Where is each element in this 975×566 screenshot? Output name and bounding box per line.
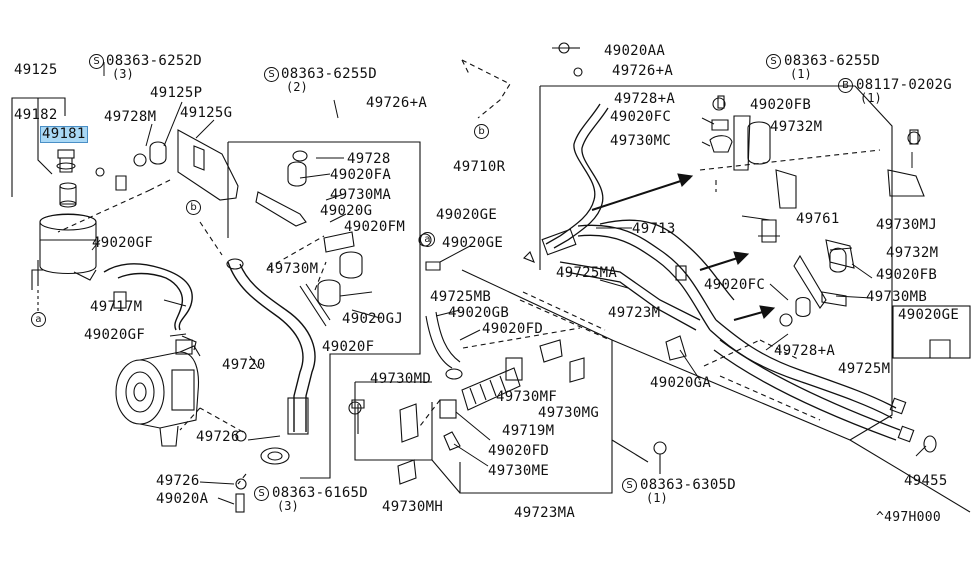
qty-6305D: (1): [646, 491, 668, 505]
part-49020FB-b: 49020FB: [876, 267, 938, 283]
part-49728M: 49728M: [104, 109, 157, 125]
part-49125P: 49125P: [150, 85, 203, 101]
part-49726-b: 49726: [156, 473, 200, 489]
part-49182: 49182: [14, 107, 58, 123]
part-49020GF-b: 49020GF: [84, 327, 146, 343]
part-49728-plus-A-b: 49728+A: [774, 343, 836, 359]
part-49020FD-a: 49020FD: [482, 321, 544, 337]
part-49730MF: 49730MF: [496, 389, 558, 405]
part-49726-plus-A-a: 49726+A: [366, 95, 428, 111]
part-49732M-b: 49732M: [886, 245, 939, 261]
part-49730MJ: 49730MJ: [876, 217, 938, 233]
part-49730ME: 49730ME: [488, 463, 550, 479]
part-49020GE-a: 49020GE: [436, 207, 498, 223]
return-tube-49720: [226, 258, 316, 465]
part-49713: 49713: [632, 221, 676, 237]
ref-marker-b: b: [474, 124, 489, 139]
ref-marker-a: a: [31, 312, 46, 327]
part-08363-6252D: 08363-6252D: [106, 53, 203, 69]
part-49719M: 49719M: [502, 423, 555, 439]
part-49726-plus-A-b: 49726+A: [612, 63, 674, 79]
qty-6255D-a: (2): [286, 80, 308, 94]
screw-symbol-s: S: [89, 54, 104, 69]
screw-symbol-s: S: [264, 67, 279, 82]
part-49020FM: 49020FM: [344, 219, 406, 235]
part-49020GA: 49020GA: [650, 375, 712, 391]
part-49730MH: 49730MH: [382, 499, 444, 515]
part-49125: 49125: [14, 62, 58, 78]
screw-symbol-s: S: [766, 54, 781, 69]
part-08363-6255D-a: 08363-6255D: [281, 66, 378, 82]
part-49020FD-b: 49020FD: [488, 443, 550, 459]
part-49725M: 49725M: [838, 361, 891, 377]
diagram-code: ^497H000: [876, 510, 942, 525]
part-49020FA: 49020FA: [330, 167, 392, 183]
direction-arrows: [591, 173, 776, 321]
part-49020AA: 49020AA: [604, 43, 666, 59]
part-49761: 49761: [796, 211, 840, 227]
part-49732M-a: 49732M: [770, 119, 823, 135]
part-49730MG: 49730MG: [538, 405, 600, 421]
screw-symbol-s: S: [622, 478, 637, 493]
part-49730MC: 49730MC: [610, 133, 672, 149]
part-49020GB: 49020GB: [448, 305, 510, 321]
part-49020F: 49020F: [322, 339, 375, 355]
bolt-symbol-b: B: [838, 78, 853, 93]
qty-6252D: (3): [112, 67, 134, 81]
part-49723MA: 49723MA: [514, 505, 576, 521]
dashed-leaders: [57, 59, 881, 485]
ref-marker-a: a: [420, 232, 435, 247]
part-49020GF-a: 49020GF: [92, 235, 154, 251]
part-49181-highlighted[interactable]: 49181: [40, 126, 88, 143]
part-49723M: 49723M: [608, 305, 661, 321]
bracket-49125G: [95, 129, 239, 201]
pressure-tubes: [541, 103, 937, 453]
part-49728: 49728: [347, 151, 391, 167]
part-49730M: 49730M: [266, 261, 319, 277]
part-49728-plus-A-a: 49728+A: [614, 91, 676, 107]
qty-6165D: (3): [277, 499, 299, 513]
part-49726-a: 49726: [196, 429, 240, 445]
part-49730MD: 49730MD: [370, 371, 432, 387]
part-49717M: 49717M: [90, 299, 143, 315]
suction-hose: [103, 263, 193, 331]
part-49020GE-b: 49020GE: [442, 235, 504, 251]
part-49020FC-b: 49020FC: [704, 277, 766, 293]
qty-0202G: (1): [860, 91, 882, 105]
part-49730MB: 49730MB: [866, 289, 928, 305]
leader-lines: [91, 47, 927, 505]
tube-brackets-49720: [255, 150, 363, 327]
power-steering-pump: [115, 335, 201, 447]
part-08117-0202G: 08117-0202G: [856, 77, 953, 93]
part-49020GE-c: 49020GE: [898, 307, 960, 323]
right-brackets: [113, 42, 951, 513]
part-08363-6255D-b: 08363-6255D: [784, 53, 881, 69]
part-49020FC-a: 49020FC: [610, 109, 672, 125]
part-49125G: 49125G: [180, 105, 233, 121]
part-49020A: 49020A: [156, 491, 209, 507]
part-49730MA: 49730MA: [330, 187, 392, 203]
ref-marker-b: b: [186, 200, 201, 215]
part-49725MB: 49725MB: [430, 289, 492, 305]
part-49710R: 49710R: [453, 159, 506, 175]
part-49020GJ: 49020GJ: [342, 311, 404, 327]
reservoir-assembly: [31, 149, 97, 312]
part-49725MA: 49725MA: [556, 265, 618, 281]
qty-6255D-b: (1): [790, 67, 812, 81]
part-49720: 49720: [222, 357, 266, 373]
center-box-parts: [351, 311, 585, 485]
part-49020G: 49020G: [320, 203, 373, 219]
part-08363-6305D: 08363-6305D: [640, 477, 737, 493]
part-49020FB-a: 49020FB: [750, 97, 812, 113]
screw-symbol-s: S: [254, 486, 269, 501]
part-08363-6165D: 08363-6165D: [272, 485, 369, 501]
part-49455: 49455: [904, 473, 948, 489]
